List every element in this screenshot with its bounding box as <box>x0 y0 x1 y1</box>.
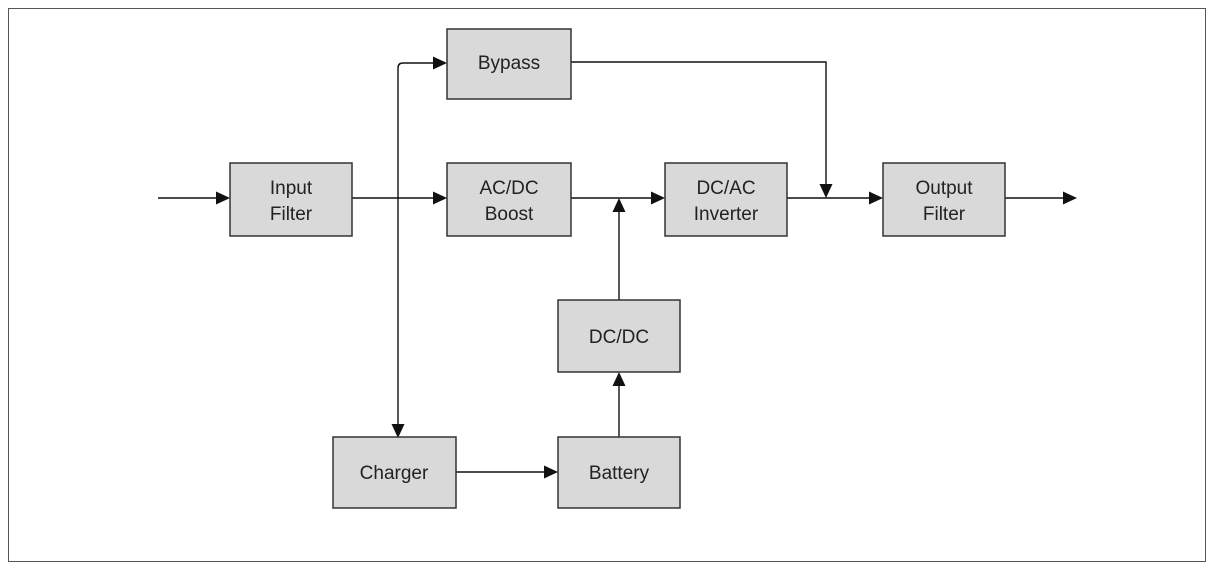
block-bypass-label: Bypass <box>478 53 540 74</box>
arrowhead-output <box>1063 191 1077 205</box>
arrowhead-bypass-to-output <box>819 184 833 198</box>
block-battery: Battery <box>557 436 681 509</box>
block-charger: Charger <box>332 436 457 509</box>
wire-bypass-to-output <box>571 61 827 186</box>
arrowhead-into-bypass <box>433 56 447 70</box>
block-ac-dc-boost-label-line2: Boost <box>485 204 534 225</box>
block-ac-dc-boost-label-line1: AC/DC <box>479 178 538 199</box>
arrowhead-into-output-filter <box>869 191 883 205</box>
block-dc-dc-label: DC/DC <box>589 327 649 348</box>
block-output-filter-label-line2: Filter <box>923 204 966 225</box>
block-battery-label: Battery <box>589 463 650 484</box>
block-dc-ac-inverter-label-line2: Inverter <box>694 204 759 225</box>
arrowhead-into-inverter <box>651 191 665 205</box>
arrowhead-dc-dc-to-bus <box>612 198 626 212</box>
block-dc-dc: DC/DC <box>557 299 681 373</box>
arrowhead-into-ac-dc-boost <box>433 191 447 205</box>
block-bypass: Bypass <box>446 28 572 100</box>
block-input-filter: Input Filter <box>229 162 353 237</box>
block-output-filter-label-line1: Output <box>915 178 973 199</box>
arrowhead-into-battery <box>544 465 558 479</box>
block-dc-ac-inverter: DC/AC Inverter <box>664 162 788 237</box>
arrowhead-into-charger <box>391 424 405 438</box>
wire-bus-to-bypass <box>397 62 434 198</box>
block-ac-dc-boost: AC/DC Boost <box>446 162 572 237</box>
block-charger-label: Charger <box>360 463 429 484</box>
arrowhead-into-dc-dc <box>612 372 626 386</box>
block-input-filter-label-line1: Input <box>270 178 313 199</box>
block-dc-ac-inverter-label-line1: DC/AC <box>696 178 755 199</box>
arrowhead-into-input-filter <box>216 191 230 205</box>
block-input-filter-label-line2: Filter <box>270 204 313 225</box>
block-output-filter: Output Filter <box>882 162 1006 237</box>
